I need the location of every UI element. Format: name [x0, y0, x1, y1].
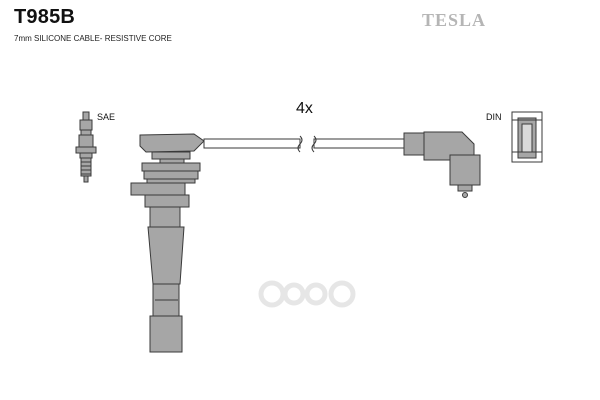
coil-boot-icon — [130, 133, 205, 353]
cable-spec: 7mm SILICONE CABLE- RESISTIVE CORE — [14, 34, 172, 43]
angled-boot-icon — [403, 131, 481, 198]
cable-icon — [203, 135, 407, 153]
brand-logo: TESLA — [421, 10, 486, 30]
spark-plug-icon — [75, 111, 97, 183]
part-number: T985B — [14, 6, 76, 28]
din-label: DIN — [486, 112, 502, 122]
quantity-label: 4x — [296, 100, 313, 117]
sae-label: SAE — [97, 112, 116, 122]
din-connector-icon — [511, 111, 543, 163]
watermark-logo — [258, 280, 356, 308]
